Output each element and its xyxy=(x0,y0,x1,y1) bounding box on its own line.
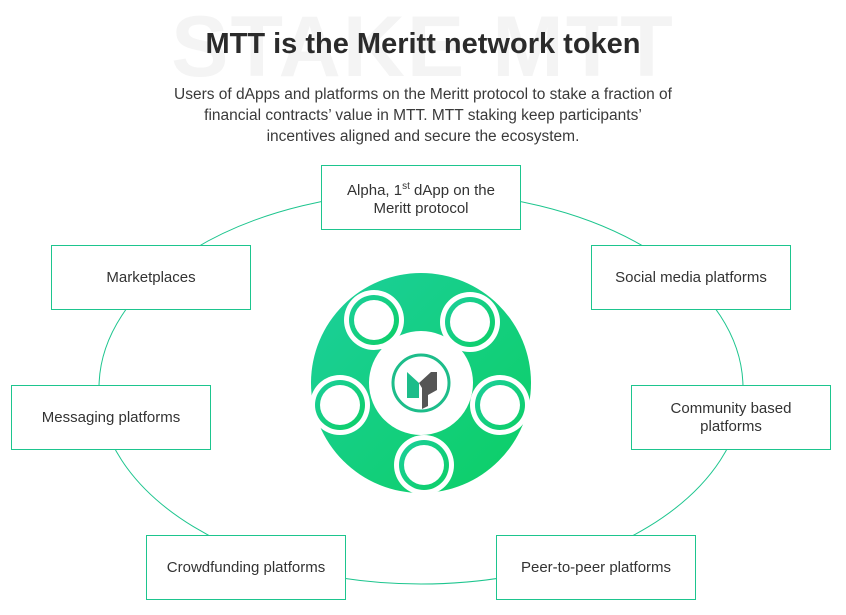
subtitle: Users of dApps and platforms on the Meri… xyxy=(174,86,672,145)
node-peer-to-peer: Peer-to-peer platforms xyxy=(496,535,696,600)
node-crowdfunding: Crowdfunding platforms xyxy=(146,535,346,600)
node-alpha-dapp: Alpha, 1st dApp on the Meritt protocol xyxy=(321,165,521,230)
node-label: dApp on the Meritt protocol xyxy=(373,181,495,217)
watermark: STAKE MTT xyxy=(171,0,675,95)
node-messaging: Messaging platforms xyxy=(11,385,211,450)
node-label-sup: st xyxy=(402,180,410,192)
node-community: Community based platforms xyxy=(631,385,831,450)
node-social-media: Social media platforms xyxy=(591,245,791,310)
page-title: MTT is the Meritt network token xyxy=(205,28,641,60)
meritt-logo-icon xyxy=(310,273,531,495)
node-marketplaces: Marketplaces xyxy=(51,245,251,310)
node-label: Alpha, 1 xyxy=(347,181,403,199)
